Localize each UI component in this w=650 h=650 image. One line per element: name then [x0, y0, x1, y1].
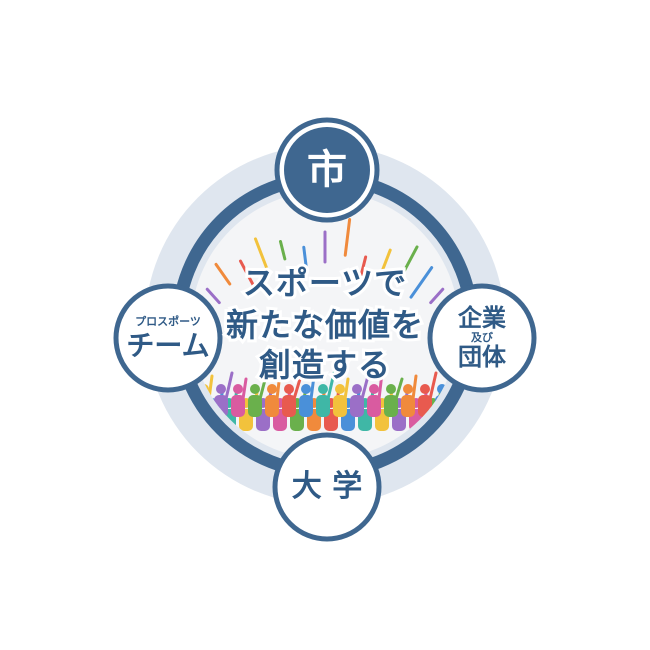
crowd-person-arm	[394, 377, 404, 401]
crowd-person-arm	[224, 371, 234, 401]
node-right-circle	[427, 283, 537, 393]
node-left: プロスポーツ チーム	[118, 290, 218, 386]
crowd-person-arm	[326, 371, 336, 401]
crowd-person-head	[335, 384, 345, 394]
crowd-person-arm	[292, 377, 302, 401]
ray-mark	[409, 266, 434, 299]
ray-mark	[302, 245, 309, 273]
node-left-small: プロスポーツ	[135, 314, 201, 328]
ray-mark	[359, 255, 368, 276]
crowd-person-body	[316, 395, 330, 417]
node-top-label: 市	[307, 147, 347, 193]
node-right-small: 及び	[471, 331, 493, 345]
ray-mark	[380, 248, 392, 274]
ray-mark	[343, 218, 352, 257]
node-right: 企業 及び 団体	[432, 290, 532, 386]
crowd-person-body	[367, 395, 381, 417]
crowd-person-arm	[360, 374, 370, 401]
crowd-person-arm	[275, 371, 282, 401]
crowd-person-body	[333, 395, 347, 417]
crowd-person-arm	[411, 374, 418, 401]
crowd-person-arm	[343, 377, 350, 401]
crowd-person-arm	[241, 377, 248, 401]
crowd-person-body	[299, 395, 313, 417]
crowd-person-head	[250, 384, 260, 394]
crowd-person-head	[216, 384, 226, 394]
crowd-person-body	[350, 395, 364, 417]
ray-mark	[401, 245, 419, 275]
crowd-person-body	[401, 395, 415, 417]
crowd-person-arm	[258, 374, 268, 401]
ray-mark	[278, 239, 287, 261]
ray-mark	[205, 287, 221, 305]
node-right-line1: 企業	[458, 304, 506, 333]
node-left-label: チーム	[126, 329, 210, 363]
crowd-person-body	[282, 395, 296, 417]
crowd-person-body	[265, 395, 279, 417]
ray-mark	[238, 259, 257, 290]
crowd-person-head	[403, 384, 413, 394]
center-line-3: 創造する	[256, 343, 393, 387]
crowd-person-body	[384, 395, 398, 417]
crowd-person-arm	[428, 371, 438, 401]
center-line-2: 新たな価値を	[223, 303, 426, 347]
crowd-person-head	[301, 384, 311, 394]
crowd-person-body	[248, 395, 262, 417]
crowd-person-arm	[309, 374, 316, 401]
node-right-line2: 団体	[458, 342, 506, 371]
crowd-person-head	[420, 384, 430, 394]
center-line-1: スポーツで	[240, 261, 409, 305]
crowd-person-head	[267, 384, 277, 394]
node-left-circle	[113, 283, 223, 393]
crowd-person-head	[369, 384, 379, 394]
crowd-person-head	[352, 384, 362, 394]
crowd-person-body	[231, 395, 245, 417]
crowd-person-head	[318, 384, 328, 394]
crowd-person-head	[284, 384, 294, 394]
ray-mark	[429, 287, 445, 305]
ray-mark	[253, 237, 270, 274]
crowd-person-arm	[377, 371, 384, 401]
node-bottom-label: 大 学	[291, 469, 363, 505]
crowd-person-head	[233, 384, 243, 394]
node-bottom-circle	[272, 432, 382, 542]
node-top-fill	[284, 127, 370, 213]
crowd-person-head	[386, 384, 396, 394]
ray-mark	[214, 262, 232, 286]
